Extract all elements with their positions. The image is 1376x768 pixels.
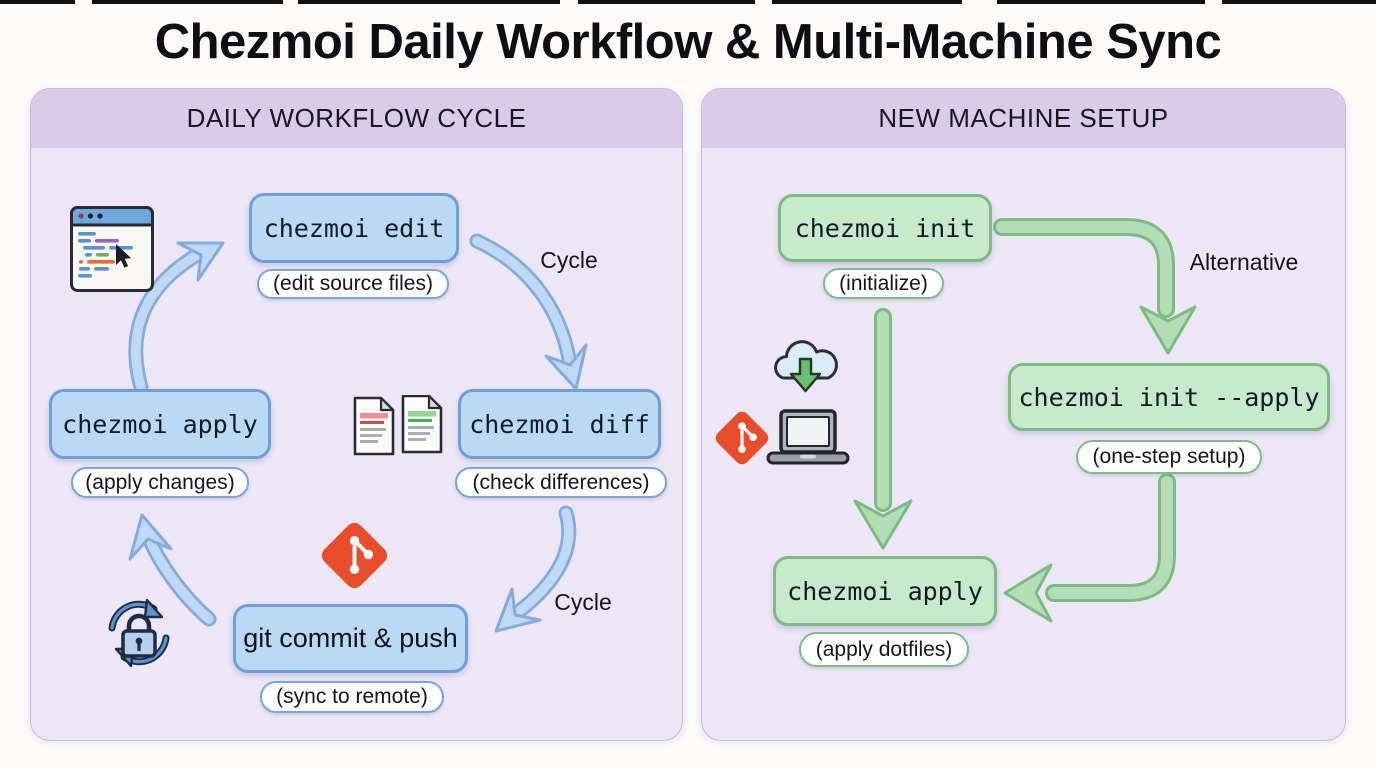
node-chezmoi-init-apply: chezmoi init --apply [1008, 363, 1330, 431]
git-logo-icon-small [715, 411, 769, 465]
node-chezmoi-apply-new-machine: chezmoi apply [773, 556, 997, 626]
diff-files-icon [353, 395, 443, 456]
caption-sync-to-remote: (sync to remote) [260, 681, 444, 713]
caption-apply-changes: (apply changes) [71, 467, 249, 498]
cloud-download-icon [774, 340, 838, 393]
caption-check-differences: (check differences) [455, 467, 667, 498]
sync-lock-icon [108, 598, 170, 668]
cycle-label-bottom: Cycle [554, 589, 612, 615]
node-chezmoi-diff: chezmoi diff [458, 389, 661, 459]
node-chezmoi-apply: chezmoi apply [49, 389, 271, 459]
node-chezmoi-edit: chezmoi edit [249, 193, 459, 263]
laptop-icon [766, 409, 850, 465]
node-git-commit-push: git commit & push [233, 604, 468, 673]
node-chezmoi-init: chezmoi init [778, 194, 992, 262]
alternative-label: Alternative [1189, 249, 1299, 275]
panel-new-machine-setup: NEW MACHINE SETUP chezmoi init (initiali… [701, 88, 1346, 741]
code-editor-icon [70, 205, 154, 292]
caption-one-step-setup: (one-step setup) [1076, 440, 1262, 474]
cycle-label-top: Cycle [540, 247, 598, 273]
caption-apply-dotfiles: (apply dotfiles) [799, 632, 969, 667]
panel-header-new-machine: NEW MACHINE SETUP [702, 89, 1345, 148]
page-title: Chezmoi Daily Workflow & Multi-Machine S… [154, 15, 1222, 69]
caption-initialize: (initialize) [823, 268, 944, 299]
caption-edit-source-files: (edit source files) [257, 269, 449, 299]
git-logo-icon [321, 522, 388, 589]
panel-daily-workflow: DAILY WORKFLOW CYCLE [30, 88, 683, 741]
panel-header-daily-workflow: DAILY WORKFLOW CYCLE [31, 89, 682, 148]
